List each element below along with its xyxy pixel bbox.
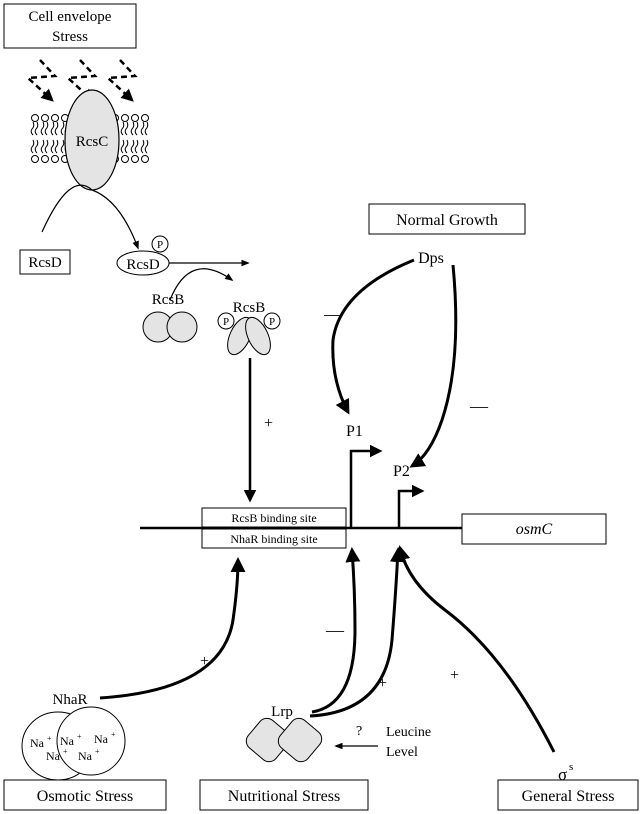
svg-text:?: ? [356,724,362,739]
svg-text:P1: P1 [346,423,363,440]
nhar-activation-arrow [99,557,246,700]
svg-text:+: + [47,734,52,743]
osmc-gene-box: osmC [461,513,607,545]
nhar-plus-sign: + [200,653,209,670]
sigma-plus-sign: + [450,667,459,684]
dps-repress-p1-arrow [331,258,415,415]
svg-text:+: + [95,747,100,756]
svg-text:P: P [223,316,229,328]
svg-text:NhaR binding site: NhaR binding site [230,532,317,546]
svg-text:+: + [63,747,68,756]
rcsb-binding-site: RcsB binding site [201,507,347,528]
p1-minus-sign: — [323,304,343,324]
svg-text:+: + [111,730,116,739]
nutritional-stress-box: Nutritional Stress [199,779,369,811]
svg-text:Na: Na [94,732,109,746]
stress-signal-arrows [25,59,138,102]
rcsd-phosphorylated: RcsD P [116,235,170,276]
svg-text:osmC: osmC [516,521,553,538]
lrp-minus-sign: — [325,620,345,640]
cell-envelope-stress-box: Cell envelope Stress [3,3,137,49]
rcsd-box: RcsD [19,249,71,275]
lrp-activate-arrow [309,547,405,718]
sigma-s-factor: σ s [558,761,573,784]
svg-text:+: + [77,732,82,741]
svg-text:Level: Level [386,745,418,760]
svg-text:RcsC: RcsC [76,134,109,150]
membrane-bilayer [30,114,149,163]
rcsb-dimer: RcsB [142,292,198,343]
rcsd-to-rcsb-arc [169,268,234,301]
sigma-activate-arrow [395,545,556,753]
nhar-protein: NhaR Na + Na + Na + Na + Na + [21,692,126,781]
svg-text:Normal Growth: Normal Growth [396,212,498,229]
rcsc-protein: RcsC [64,89,120,191]
svg-text:RcsD: RcsD [126,257,160,273]
leucine-level: ? Leucine Level [334,724,431,760]
nhar-binding-site: NhaR binding site [201,528,347,549]
general-stress-box: General Stress [497,779,639,811]
promoter-p1: P1 [346,423,383,528]
svg-text:Cell envelope: Cell envelope [29,9,112,25]
svg-text:P2: P2 [393,463,410,480]
lrp-repress-arrow [311,547,361,714]
svg-text:General Stress: General Stress [522,788,615,805]
svg-text:RcsB: RcsB [233,300,266,316]
dps-repress-p2-arrow [409,264,458,468]
rcsb-plus-sign: + [264,415,273,432]
svg-text:RcsD: RcsD [28,255,62,271]
rcsc-to-rcsd-arc [41,184,139,250]
svg-text:Nutritional Stress: Nutritional Stress [228,788,340,805]
svg-text:Stress: Stress [52,29,88,45]
svg-text:Osmotic Stress: Osmotic Stress [37,788,133,805]
rcsb-phosphorylated: RcsB P P [217,300,281,356]
svg-text:Na: Na [60,734,75,748]
svg-text:Na: Na [78,749,93,763]
svg-text:Na: Na [30,736,45,750]
svg-text:Leucine: Leucine [386,725,431,740]
p2-minus-sign: — [469,396,489,416]
svg-text:s: s [569,761,573,773]
lrp-plus-sign: + [378,675,387,692]
svg-text:RcsB: RcsB [152,292,185,308]
svg-text:P: P [157,239,163,251]
svg-text:P: P [269,316,275,328]
svg-text:Lrp: Lrp [271,704,293,720]
svg-text:Na: Na [46,749,61,763]
normal-growth-box: Normal Growth [368,203,526,235]
lrp-protein: Lrp [245,704,323,763]
svg-text:σ: σ [558,765,567,784]
promoter-p2: P2 [393,463,425,528]
osmotic-stress-box: Osmotic Stress [3,779,167,811]
svg-text:RcsB binding site: RcsB binding site [231,511,316,525]
dps-label: Dps [418,250,444,267]
svg-text:NhaR: NhaR [53,692,88,708]
